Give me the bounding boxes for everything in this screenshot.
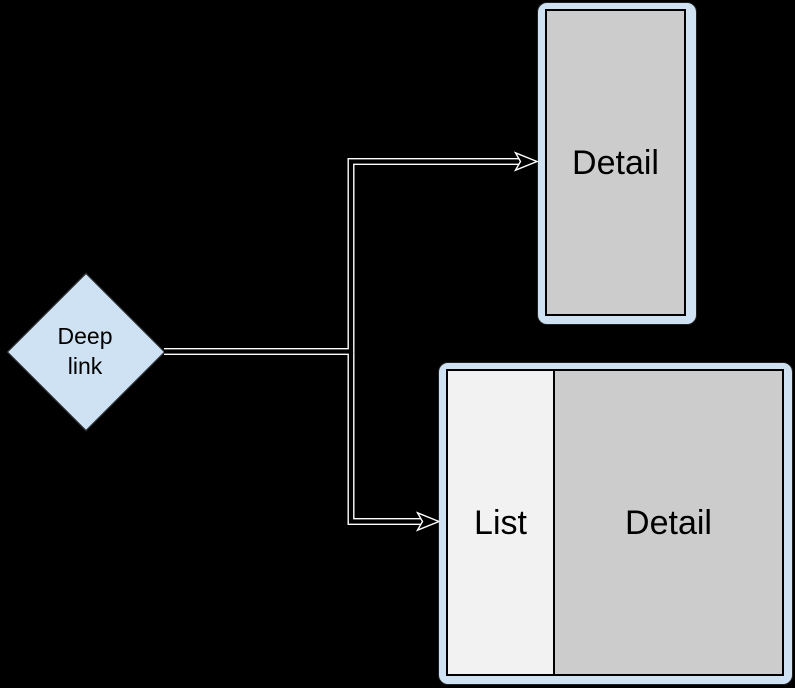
deep-link-label: Deep link bbox=[57, 323, 113, 379]
list-detail-split-pane: List Detail bbox=[446, 369, 784, 676]
detail-pane-wide: Detail bbox=[555, 371, 782, 674]
connector-to-detail-core bbox=[164, 159, 519, 354]
detail-pane-label: Detail bbox=[572, 143, 659, 182]
detail-screen-frame: Detail bbox=[537, 2, 697, 325]
list-detail-screen-frame: List Detail bbox=[438, 362, 793, 685]
list-pane: List bbox=[448, 371, 555, 674]
deep-link-node: Deep link bbox=[6, 272, 166, 432]
connector-to-list-detail-casing bbox=[347, 351, 421, 525]
detail-pane: Detail bbox=[545, 9, 686, 316]
arrowhead-to-list-detail bbox=[415, 511, 441, 532]
connector-to-list-detail-core bbox=[348, 351, 421, 524]
list-pane-label: List bbox=[474, 503, 527, 542]
arrowhead-to-detail bbox=[513, 151, 539, 172]
detail-pane-wide-label: Detail bbox=[625, 503, 712, 542]
connector-to-detail-casing bbox=[164, 158, 519, 355]
